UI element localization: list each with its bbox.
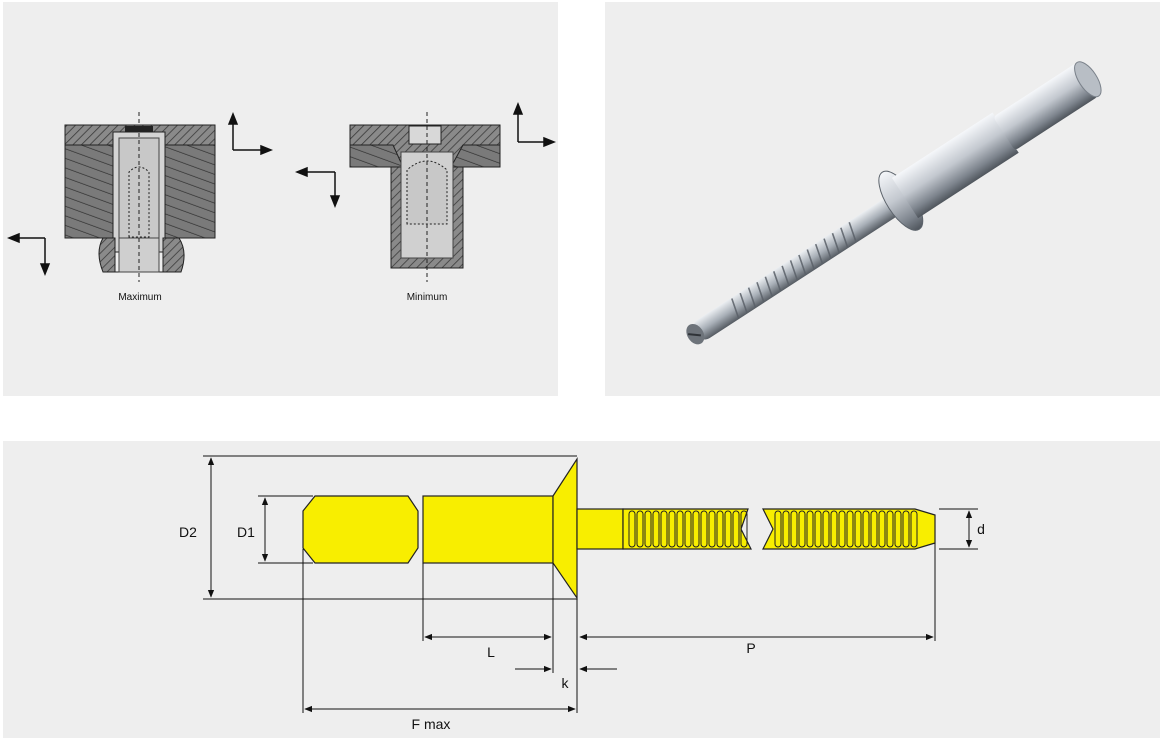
label-d2: D2 [179, 524, 197, 540]
dimension-lines [203, 455, 978, 713]
label-k: k [562, 675, 570, 691]
rivet-sleeve [891, 112, 1019, 219]
formed-bulb [98, 237, 185, 273]
mandrel-head-top [125, 126, 153, 132]
rivet-sleeve-drawing [422, 495, 554, 564]
label-p: P [746, 640, 755, 656]
load-arrows-min [294, 101, 557, 209]
countersunk-head [552, 456, 578, 600]
rivet-body-drawing [302, 456, 936, 600]
minimum-label: Minimum [407, 292, 448, 303]
product-photo-panel [605, 2, 1160, 396]
rivet-photo [686, 61, 1102, 345]
mandrel-outline [128, 166, 150, 238]
mandrel-serrated-left [622, 508, 752, 550]
minimum-section: Minimum [294, 101, 557, 303]
mandrel-serrations [628, 510, 918, 548]
load-arrows-max [6, 111, 274, 277]
label-f-max: F max [412, 716, 451, 732]
maximum-section: Maximum [6, 111, 274, 303]
rivet-collar [302, 495, 419, 564]
label-d: d [977, 521, 985, 537]
rivet-object [686, 61, 1102, 345]
label-l: L [487, 644, 495, 660]
label-d1: D1 [237, 524, 255, 540]
section-views-panel: Maximum Minimum [3, 2, 558, 396]
dimension-drawing-panel: D2 D1 d L P k F max [3, 441, 1160, 738]
rivet-shank [994, 64, 1098, 149]
section-views-figure: Maximum Minimum [6, 101, 557, 303]
mandrel-stem [693, 198, 899, 340]
mandrel-serrated-right [762, 508, 936, 550]
dimension-drawing: D2 D1 d L P k F max [179, 455, 985, 732]
mandrel-plain [576, 508, 624, 550]
maximum-label: Maximum [118, 292, 161, 303]
